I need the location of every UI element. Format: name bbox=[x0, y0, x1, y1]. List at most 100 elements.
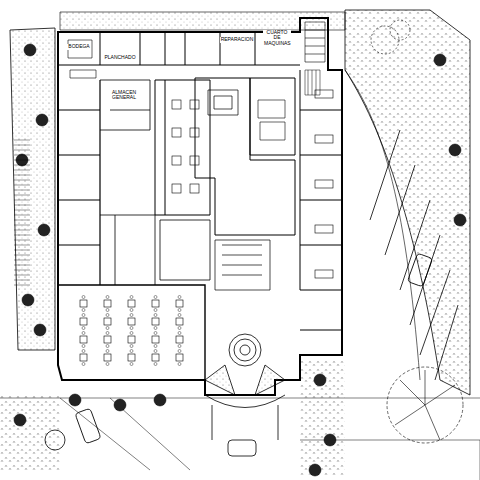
shrub bbox=[34, 324, 46, 336]
furniture-piece bbox=[172, 128, 181, 137]
shrub bbox=[154, 345, 157, 348]
shrub bbox=[14, 414, 26, 426]
furniture-piece bbox=[104, 336, 111, 343]
shrub bbox=[106, 314, 109, 317]
furniture-piece bbox=[14, 160, 30, 161]
shrub bbox=[22, 294, 34, 306]
trees bbox=[371, 20, 463, 443]
furniture-piece bbox=[128, 354, 135, 361]
furniture-piece bbox=[128, 300, 135, 307]
furniture-piece bbox=[128, 336, 135, 343]
furniture-piece bbox=[14, 260, 30, 261]
furniture-piece bbox=[176, 300, 183, 307]
furniture-piece bbox=[104, 300, 111, 307]
shrub bbox=[178, 296, 181, 299]
shrub bbox=[178, 363, 181, 366]
shrub bbox=[130, 332, 133, 335]
furniture-piece bbox=[104, 318, 111, 325]
shrub bbox=[154, 350, 157, 353]
furniture-piece bbox=[14, 180, 30, 181]
shrub bbox=[36, 114, 48, 126]
shrub bbox=[82, 363, 85, 366]
furniture-piece bbox=[152, 300, 159, 307]
furniture-piece bbox=[14, 245, 30, 246]
shrub bbox=[130, 314, 133, 317]
furniture-piece bbox=[14, 205, 30, 206]
shrub bbox=[314, 374, 326, 386]
shrub bbox=[106, 363, 109, 366]
furniture-piece bbox=[14, 210, 30, 211]
shrub bbox=[82, 314, 85, 317]
furniture-piece bbox=[14, 250, 30, 251]
furniture-piece bbox=[14, 220, 30, 221]
shrub bbox=[309, 464, 321, 476]
furniture-piece bbox=[190, 100, 199, 109]
shrub bbox=[82, 350, 85, 353]
furniture-piece bbox=[315, 135, 333, 143]
shrub bbox=[114, 399, 126, 411]
room-label: ALMACEN GENERAL bbox=[108, 90, 140, 101]
shrub bbox=[130, 350, 133, 353]
shrub bbox=[154, 332, 157, 335]
shrub bbox=[154, 394, 166, 406]
shrub bbox=[82, 309, 85, 312]
shrub bbox=[130, 363, 133, 366]
shrub bbox=[178, 314, 181, 317]
furniture-piece bbox=[14, 200, 30, 201]
shrub bbox=[82, 345, 85, 348]
furniture-piece bbox=[14, 140, 30, 141]
shrub bbox=[106, 332, 109, 335]
furniture-piece bbox=[14, 145, 30, 146]
furniture-piece bbox=[80, 354, 87, 361]
furniture-piece bbox=[315, 270, 333, 278]
furniture-piece bbox=[80, 336, 87, 343]
furniture-piece bbox=[14, 195, 30, 196]
furniture-piece bbox=[14, 215, 30, 216]
shrub bbox=[178, 350, 181, 353]
furniture-piece bbox=[14, 275, 30, 276]
shrub bbox=[82, 296, 85, 299]
parking bbox=[0, 70, 480, 480]
furniture-piece bbox=[172, 100, 181, 109]
shrub bbox=[106, 345, 109, 348]
shrub bbox=[106, 327, 109, 330]
furniture-piece bbox=[128, 318, 135, 325]
shrub bbox=[130, 309, 133, 312]
shrub bbox=[130, 296, 133, 299]
furniture-piece bbox=[190, 156, 199, 165]
shrub bbox=[82, 332, 85, 335]
furniture-piece bbox=[190, 128, 199, 137]
furniture-piece bbox=[14, 225, 30, 226]
shrub bbox=[106, 309, 109, 312]
furniture-piece bbox=[176, 318, 183, 325]
shrub bbox=[454, 214, 466, 226]
garden-left bbox=[10, 28, 55, 350]
shrub bbox=[24, 44, 36, 56]
building-walls bbox=[58, 18, 342, 395]
shrub bbox=[69, 394, 81, 406]
furniture-piece bbox=[172, 156, 181, 165]
furniture-piece bbox=[14, 255, 30, 256]
shrub bbox=[178, 345, 181, 348]
furniture-piece bbox=[14, 285, 30, 286]
shrub bbox=[154, 327, 157, 330]
furniture-piece bbox=[14, 270, 30, 271]
shrub bbox=[106, 350, 109, 353]
furniture-piece bbox=[14, 280, 30, 281]
garden-right bbox=[345, 10, 470, 395]
furniture-piece bbox=[152, 318, 159, 325]
furniture-piece bbox=[14, 165, 30, 166]
shrub bbox=[178, 327, 181, 330]
furniture-piece bbox=[190, 184, 199, 193]
furniture-piece bbox=[14, 175, 30, 176]
shrub bbox=[82, 327, 85, 330]
shrub bbox=[178, 332, 181, 335]
shrub bbox=[434, 54, 446, 66]
shrub bbox=[449, 144, 461, 156]
furniture-piece bbox=[80, 300, 87, 307]
furniture-piece bbox=[14, 150, 30, 151]
shrub bbox=[154, 363, 157, 366]
furniture-piece bbox=[14, 185, 30, 186]
room-label: REPARACION bbox=[220, 37, 255, 43]
